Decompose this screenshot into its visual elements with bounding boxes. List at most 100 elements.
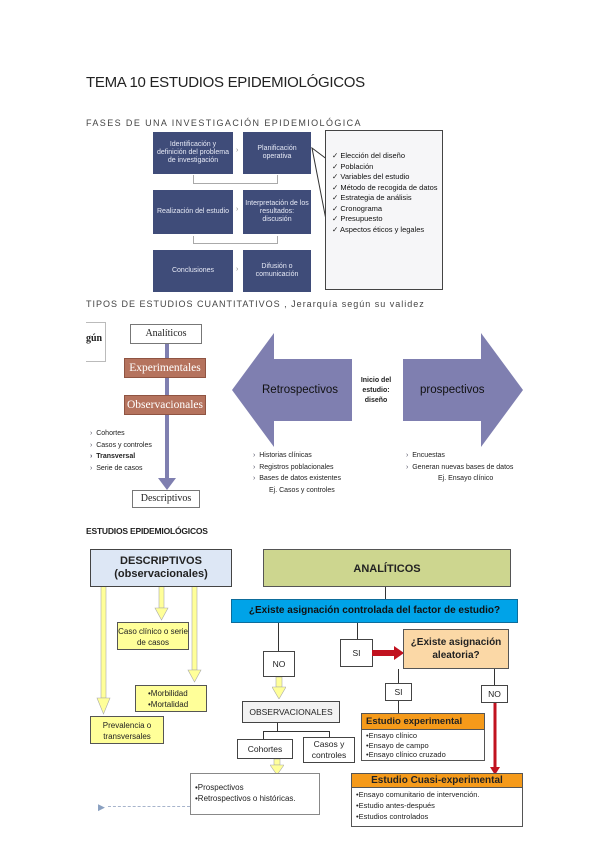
descriptivos-connectors	[96, 586, 202, 715]
connector-line	[357, 623, 358, 639]
fase-box-conclusiones: Conclusiones	[153, 250, 233, 292]
retrospectivos-label: Retrospectivos	[262, 384, 339, 396]
list-item: •Retrospectivos o históricas.	[195, 794, 296, 803]
observacionales-box: OBSERVACIONALES	[242, 701, 340, 723]
dashed-divider	[108, 806, 190, 807]
check-icon: ✓	[332, 172, 341, 181]
arrow-right-icon: ›	[236, 206, 239, 213]
list-item: •Estudio antes-después	[356, 801, 435, 810]
list-item: › Bases de datos existentes	[253, 475, 341, 482]
morbilidad-box: •Morbilidad •Mortalidad	[135, 685, 207, 712]
retro-sources-list: › Historias clínicas › Registros poblaci…	[253, 450, 341, 496]
fase-box-realizacion: Realización del estudio	[153, 190, 233, 234]
connector-line	[385, 587, 386, 599]
list-item: •Ensayo de campo	[366, 740, 429, 750]
prospectivos-arrow	[403, 333, 523, 447]
cohortes-types-box: •Prospectivos •Retrospectivos o históric…	[190, 773, 320, 815]
study-type-list: › Cohortes › Casos y controles › Transve…	[90, 428, 152, 474]
si-label: SI	[340, 639, 373, 667]
connector-line	[193, 183, 278, 184]
connector-line	[329, 731, 330, 737]
prosp-sources-list: › Encuestas › Generan nuevas bases de da…	[406, 450, 513, 485]
analiticos-box: ANALÍTICOS	[263, 549, 511, 587]
list-item: › Generan nuevas bases de datos	[406, 463, 514, 471]
check-icon: ✓	[332, 203, 341, 213]
checklist-item: ✓ Cronograma	[332, 203, 383, 213]
connector-line	[277, 175, 278, 183]
prospectivos-label: prospectivos	[420, 384, 485, 396]
connector-line	[277, 723, 278, 731]
section-heading-fases: FASES DE UNA INVESTIGACIÓN EPIDEMIOLÓGIC…	[86, 118, 362, 128]
list-item: › Cohortes	[90, 430, 125, 437]
arrow-down-icon	[272, 677, 286, 699]
inicio-estudio-label: Inicio del estudio: diseño	[360, 377, 392, 404]
descriptivos-label: Descriptivos	[132, 490, 200, 508]
checklist-item: ✓ Variables del estudio	[332, 172, 410, 181]
observacionales-label: Observacionales	[124, 395, 206, 415]
section-heading-tipos: TIPOS DE ESTUDIOS CUANTITATIVOS , Jerarq…	[86, 299, 425, 309]
descriptivos-box: DESCRIPTIVOS (observacionales)	[90, 549, 232, 587]
check-icon: ✓	[332, 182, 341, 192]
check-icon: ✓	[332, 193, 341, 202]
list-item: Ej. Ensayo clínico	[438, 475, 494, 482]
play-icon: ▶	[98, 802, 105, 812]
checklist-item: ✓ Población	[332, 161, 374, 171]
fase-box-difusion: Difusión o comunicación	[243, 250, 311, 292]
no-label: NO	[263, 651, 295, 677]
connector-line	[263, 731, 264, 739]
connector-line	[494, 669, 495, 685]
arrow-down-icon	[490, 703, 500, 775]
question-asignacion-controlada: ¿Existe asignación controlada del factor…	[231, 599, 518, 623]
connector-line	[193, 243, 278, 244]
prevalencia-box: Prevalencia o transversales	[90, 716, 164, 744]
no-label: NO	[481, 685, 508, 703]
checklist-item: ✓ Estrategia de análisis	[332, 193, 412, 202]
arrow-down-icon	[270, 759, 284, 775]
list-item: •Ensayo comunitario de intervención.	[356, 790, 480, 799]
list-item: › Casos y controles	[90, 441, 152, 449]
connector-line	[398, 669, 399, 683]
arrow-right-icon: ›	[236, 147, 239, 154]
list-item: Ej. Casos y controles	[269, 486, 335, 494]
connector-line	[278, 623, 279, 651]
arrow-down-icon	[158, 478, 176, 490]
check-icon: ✓	[332, 161, 341, 171]
arrow-right-icon: ›	[236, 266, 239, 273]
estudio-cuasi-box: Estudio Cuasi-experimental •Ensayo comun…	[351, 773, 523, 827]
connector-line	[263, 731, 329, 732]
list-item: •Prospectivos	[195, 783, 244, 792]
question-asignacion-aleatoria: ¿Existe asignación aleatoria?	[403, 629, 509, 669]
connector-line	[398, 701, 399, 713]
check-icon: ✓	[332, 214, 341, 223]
si-label: SI	[385, 683, 412, 701]
arrow-right-icon	[372, 646, 404, 660]
connector-line	[193, 236, 194, 243]
checklist-item: ✓ Aspectos éticos y legales	[332, 224, 425, 234]
checklist-item: ✓ Elección del diseño	[332, 151, 406, 160]
check-icon: ✓	[332, 224, 340, 234]
checklist-item: ✓ Método de recogida de datos	[332, 182, 438, 192]
checklist-item: ✓ Presupuesto	[332, 214, 383, 223]
connector-line	[193, 175, 194, 183]
retrospectivos-arrow	[232, 333, 352, 447]
analiticos-label: Analíticos	[130, 324, 202, 344]
check-icon: ✓	[332, 151, 341, 160]
connector-line	[277, 236, 278, 243]
caso-clinico-box: Caso clínico o serie de casos	[117, 622, 189, 650]
fase-box-planificacion: Planificación operativa	[243, 132, 311, 174]
casos-controles-box: Casos y controles	[303, 737, 355, 763]
estudio-experimental-box: Estudio experimental •Ensayo clínico •En…	[361, 713, 485, 761]
cuasi-title: Estudio Cuasi-experimental	[352, 774, 522, 788]
list-item: › Registros poblacionales	[253, 463, 334, 471]
experimentales-label: Experimentales	[124, 358, 206, 378]
fase-box-interpretacion: Interpretación de los resultados: discus…	[243, 190, 311, 234]
list-item: •Ensayo clínico cruzado	[366, 750, 446, 759]
cohortes-box: Cohortes	[237, 739, 293, 759]
section-heading-estudios: ESTUDIOS EPIDEMIOLÓGICOS	[86, 526, 208, 536]
list-item: •Estudios controlados	[356, 812, 429, 821]
cutoff-box: gún	[86, 322, 106, 362]
list-item: •Ensayo clínico	[366, 731, 417, 740]
list-item: › Serie de casos	[90, 464, 143, 472]
experimental-title: Estudio experimental	[362, 714, 484, 730]
planificacion-checklist: ✓ Elección del diseño ✓ Población ✓ Vari…	[325, 130, 443, 290]
